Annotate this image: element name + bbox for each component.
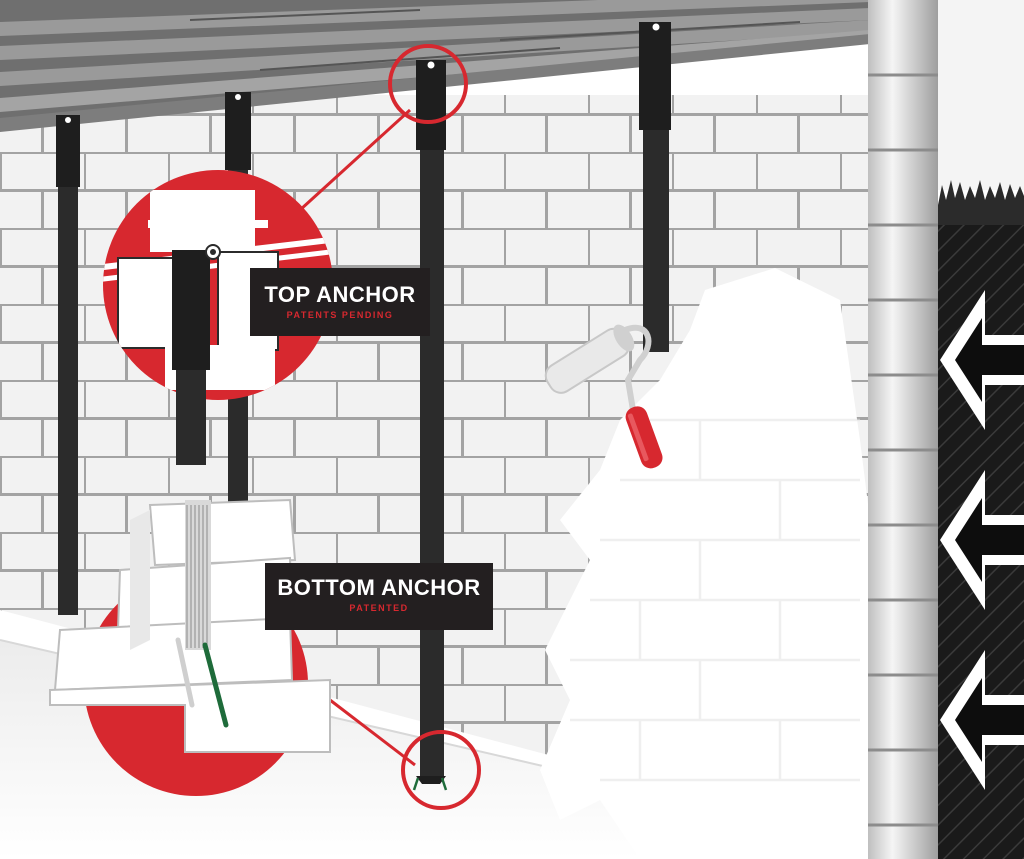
painted-wall-section (540, 268, 870, 859)
top-anchor-label: TOP ANCHOR PATENTS PENDING (250, 268, 430, 336)
pressure-arrow-icon (940, 290, 1024, 430)
pressure-arrow-icon (940, 650, 1024, 790)
bottom-anchor-highlight-ring (401, 730, 481, 810)
top-anchor-subtitle: PATENTS PENDING (286, 310, 394, 320)
bottom-anchor-label: BOTTOM ANCHOR PATENTED (265, 563, 493, 630)
top-anchor-title: TOP ANCHOR (264, 282, 416, 307)
corner-pillar (868, 0, 938, 859)
top-anchor-callout (103, 44, 468, 465)
exterior-soil (938, 0, 1024, 859)
anchor-strap-1 (56, 115, 80, 615)
bottom-anchor-title: BOTTOM ANCHOR (277, 575, 481, 600)
bottom-anchor-callout (49, 498, 481, 810)
bottom-anchor-detail (49, 498, 331, 753)
pressure-arrow-icon (940, 470, 1024, 610)
paint-roller-icon (544, 324, 663, 469)
top-anchor-highlight-ring (388, 44, 468, 124)
bottom-anchor-subtitle: PATENTED (349, 603, 409, 613)
anchor-strap-3 (412, 60, 448, 791)
anchor-strap-4 (639, 22, 671, 352)
